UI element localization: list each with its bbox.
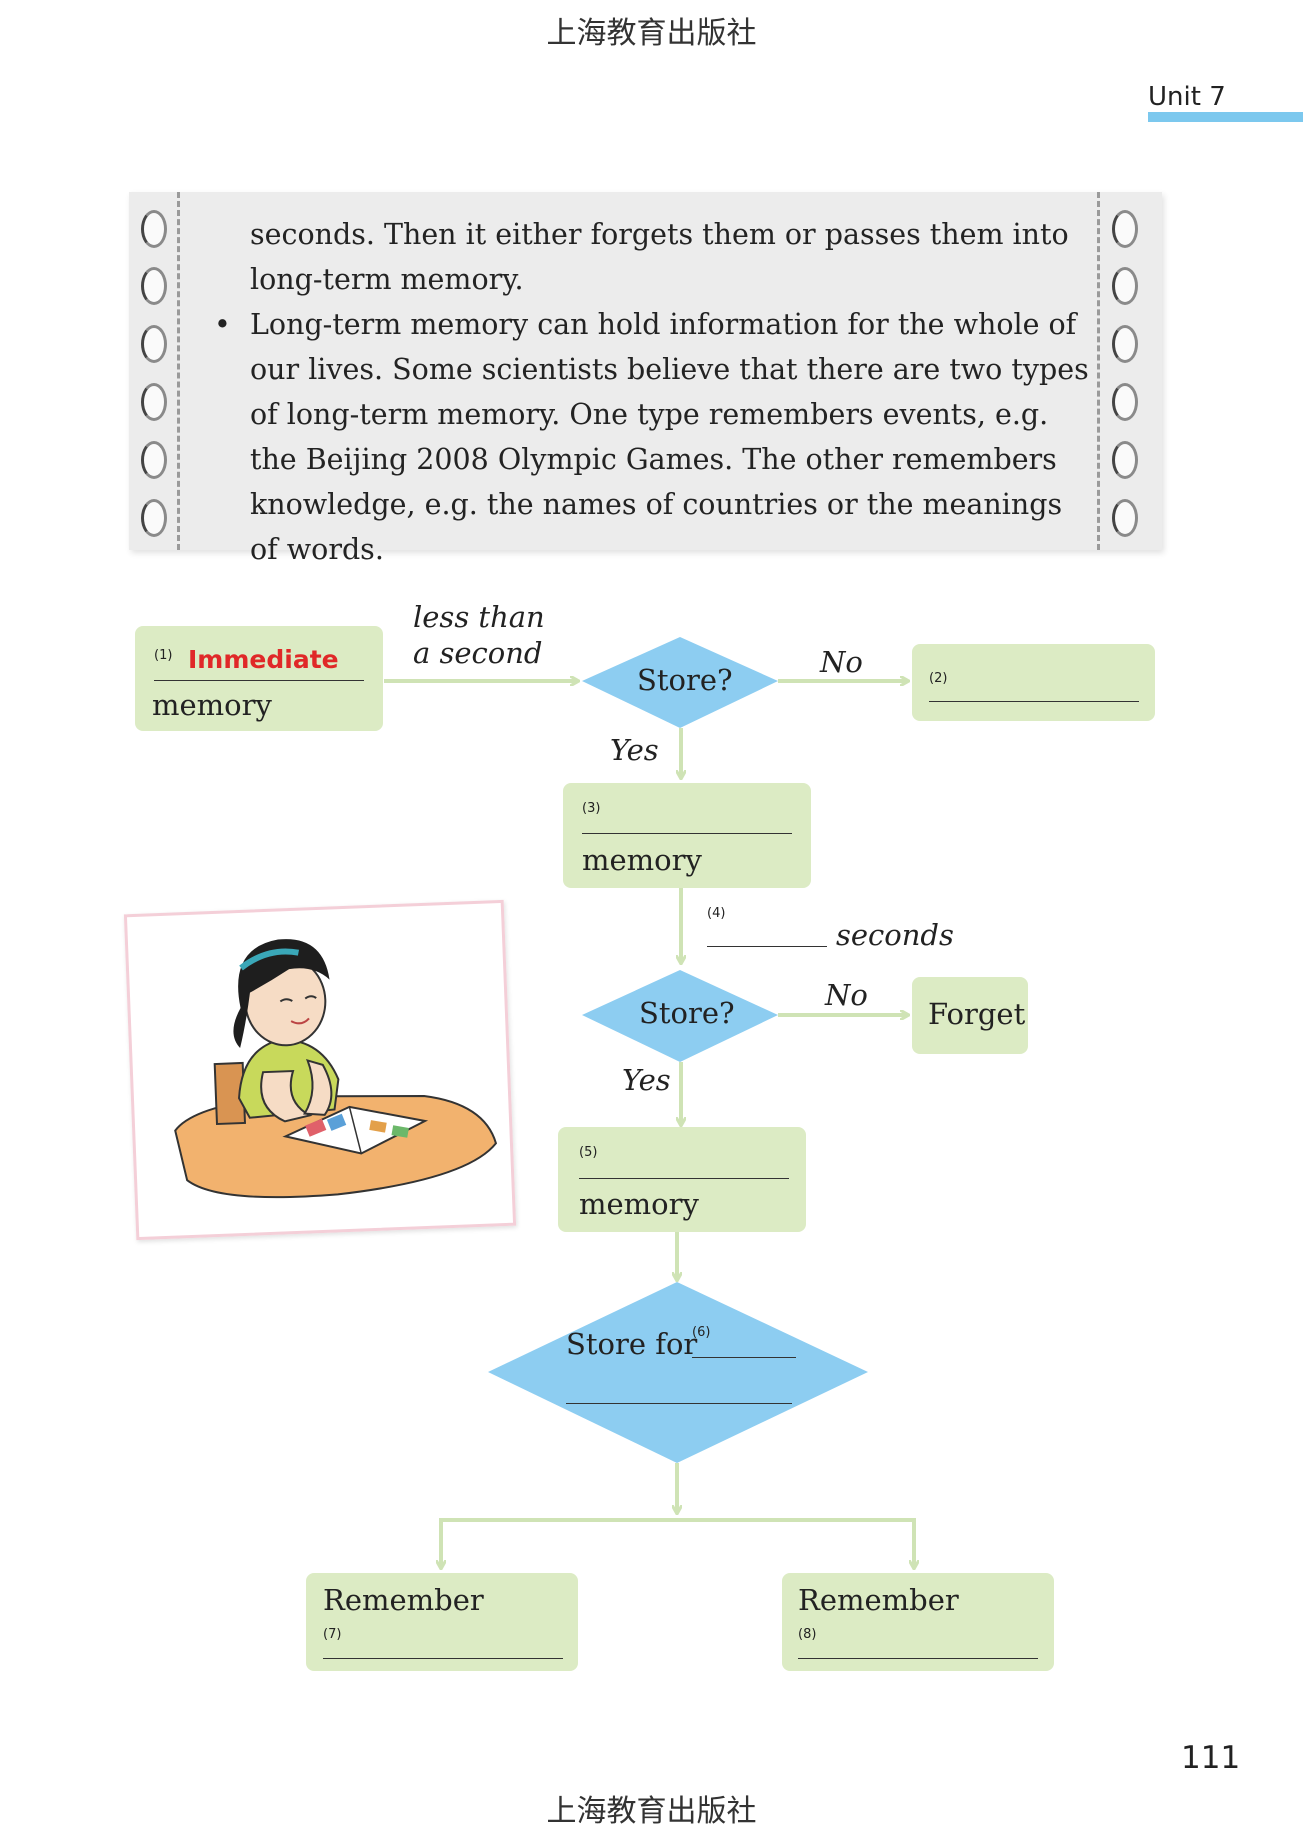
binder-hole-icon bbox=[141, 383, 167, 421]
box-label: memory bbox=[152, 688, 272, 722]
blank-line bbox=[929, 701, 1139, 702]
binder-hole-icon bbox=[1112, 325, 1138, 363]
publisher-header: 上海教育出版社 bbox=[546, 16, 757, 51]
blank-number: (7) bbox=[323, 1627, 342, 1642]
blank-line bbox=[323, 1658, 563, 1659]
binder-hole-icon bbox=[141, 267, 167, 305]
publisher-footer: 上海教育出版社 bbox=[546, 1794, 757, 1829]
box-remember-8: Remember (8) bbox=[782, 1573, 1054, 1671]
blank-line bbox=[707, 946, 827, 947]
note-paragraph: seconds. Then it either forgets them or … bbox=[250, 218, 1069, 296]
binder-hole-icon bbox=[1112, 210, 1138, 248]
box-memory-5: (5) memory bbox=[558, 1127, 806, 1232]
blank-line bbox=[582, 833, 792, 834]
decision-diamond-3 bbox=[488, 1282, 868, 1463]
binder-hole-icon bbox=[141, 325, 167, 363]
blank-number: (5) bbox=[579, 1145, 598, 1160]
diamond-label: Store for bbox=[566, 1327, 698, 1361]
binder-hole-icon bbox=[1112, 383, 1138, 421]
blank-line bbox=[566, 1403, 792, 1404]
note-text: seconds. Then it either forgets them or … bbox=[214, 212, 1090, 572]
answer-text: Immediate bbox=[188, 645, 339, 674]
unit-bar bbox=[1148, 112, 1303, 122]
arrow-label: a second bbox=[413, 636, 543, 670]
bullet-icon: • bbox=[214, 308, 231, 341]
no-label: No bbox=[825, 978, 868, 1012]
box-label: Remember bbox=[323, 1583, 484, 1617]
no-label: No bbox=[820, 645, 863, 679]
page-number: 111 bbox=[1181, 1740, 1241, 1776]
decision-diamond-1 bbox=[582, 637, 778, 728]
blank-number: (2) bbox=[929, 671, 948, 686]
arrow-label: less than bbox=[413, 600, 545, 634]
binder-hole-icon bbox=[1112, 499, 1138, 537]
binder-hole-icon bbox=[141, 499, 167, 537]
binder-hole-icon bbox=[1112, 267, 1138, 305]
box-label: Forget bbox=[928, 997, 1026, 1031]
box-memory-3: (3) memory bbox=[563, 783, 811, 888]
seconds-label: seconds bbox=[836, 918, 954, 952]
unit-label: Unit 7 bbox=[1148, 82, 1226, 112]
binder-hole-icon bbox=[141, 441, 167, 479]
yes-label: Yes bbox=[610, 733, 659, 767]
blank-line bbox=[579, 1178, 789, 1179]
notebook-note: seconds. Then it either forgets them or … bbox=[129, 192, 1162, 566]
girl-reading-icon bbox=[174, 939, 498, 1199]
blank-number: (8) bbox=[798, 1627, 817, 1642]
note-bullet-paragraph: Long-term memory can hold information fo… bbox=[250, 308, 1089, 566]
blank-number: (6) bbox=[692, 1325, 711, 1340]
blank-line bbox=[798, 1658, 1038, 1659]
diamond-label: Store? bbox=[637, 663, 733, 697]
box-blank-2: (2) bbox=[912, 644, 1155, 721]
branch-connector bbox=[439, 1518, 916, 1567]
binder-hole-icon bbox=[1112, 441, 1138, 479]
box-label: memory bbox=[579, 1187, 699, 1221]
yes-label: Yes bbox=[622, 1063, 671, 1097]
girl-reading-illustration bbox=[123, 899, 517, 1241]
box-forget: Forget bbox=[912, 977, 1028, 1054]
blank-number: (3) bbox=[582, 801, 601, 816]
decision-diamond-2 bbox=[582, 970, 778, 1062]
blank-number: (4) bbox=[707, 906, 726, 921]
box-label: Remember bbox=[798, 1583, 959, 1617]
blank-number: (1) bbox=[154, 648, 173, 663]
blank-line bbox=[154, 680, 364, 681]
box-immediate-memory: (1) Immediate memory bbox=[135, 626, 383, 731]
perforation-line bbox=[177, 192, 180, 550]
blank-line bbox=[692, 1357, 796, 1358]
box-remember-7: Remember (7) bbox=[306, 1573, 578, 1671]
perforation-line bbox=[1097, 192, 1100, 550]
binder-hole-icon bbox=[141, 210, 167, 248]
box-label: memory bbox=[582, 843, 702, 877]
diamond-label: Store? bbox=[639, 996, 735, 1030]
